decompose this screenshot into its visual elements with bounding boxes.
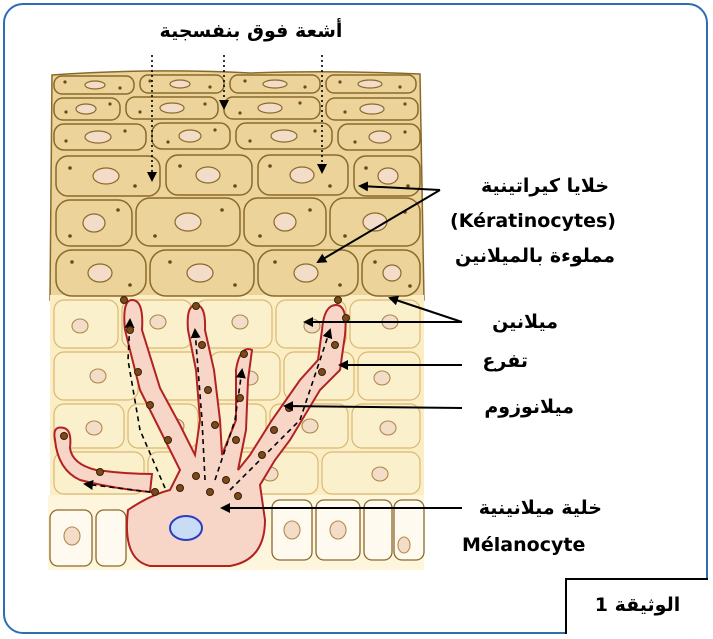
keratinocytes-label-ar: خلايا كيراتينية <box>460 173 630 199</box>
melanocyte-label-ar: خلية ميلانينية <box>462 495 602 521</box>
melanocyte-label-fr: Mélanocyte <box>462 532 612 558</box>
document-number-box: الوثيقة 1 <box>565 578 708 634</box>
document-label: الوثيقة 1 <box>567 594 708 616</box>
keratinocytes-label-fr: (Kératinocytes) <box>438 208 628 234</box>
melanin-label: ميلانين <box>468 309 558 335</box>
uv-label: أشعة فوق بنفسجية <box>136 18 366 44</box>
melanosome-label: ميلانوزوم <box>464 394 574 420</box>
keratinocytes-desc: مملوءة بالميلانين <box>445 243 625 269</box>
branch-label: تفرع <box>468 348 528 374</box>
